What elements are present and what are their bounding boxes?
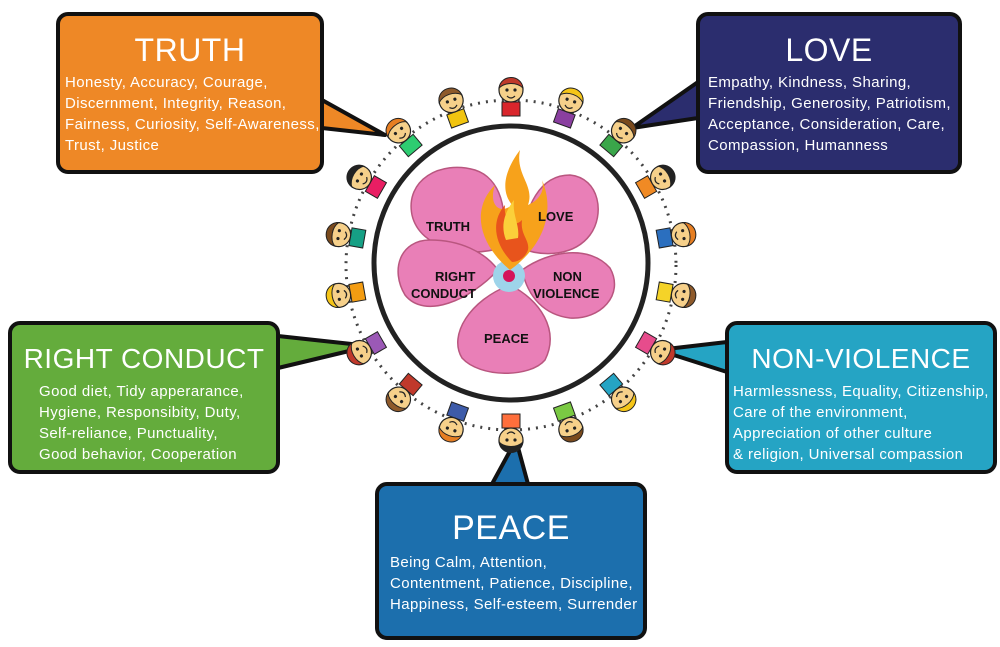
child-figure <box>655 221 697 249</box>
petal-right <box>397 239 499 308</box>
child-figure <box>634 331 676 366</box>
truth-body: Honesty, Accuracy, Courage, Discernment,… <box>60 68 320 156</box>
right-conduct-line: Good diet, Tidy apperarance, <box>39 383 244 400</box>
love-line: Acceptance, Consideration, Care, <box>708 116 946 133</box>
truth-line: Fairness, Curiosity, Self-Awareness, <box>65 116 320 133</box>
right-conduct-body: Good diet, Tidy apperarance, Hygiene, Re… <box>12 377 276 465</box>
truth-title: TRUTH <box>134 32 246 68</box>
child-figure <box>438 87 470 129</box>
peace-line: Happiness, Self-esteem, Surrender <box>390 596 638 613</box>
petal-label-right1: RIGHT <box>435 269 476 284</box>
petal-label-non2: VIOLENCE <box>533 286 600 301</box>
child-figure <box>385 372 423 413</box>
non-violence-title: NON-VIOLENCE <box>751 343 971 374</box>
peace-box: PEACE Being Calm, Attention, Contentment… <box>375 482 647 640</box>
non-violence-line: Care of the environment, <box>733 404 908 421</box>
love-title: LOVE <box>785 32 873 68</box>
right-conduct-line: Hygiene, Responsibity, Duty, <box>39 404 241 421</box>
child-figure <box>325 281 367 309</box>
child-figure <box>634 164 676 199</box>
child-figure <box>346 164 388 199</box>
child-figure <box>438 401 470 443</box>
flame-icon <box>480 150 548 270</box>
child-figure <box>346 331 388 366</box>
peace-body: Being Calm, Attention, Contentment, Pati… <box>379 546 643 615</box>
love-body: Empathy, Kindness, Sharing, Friendship, … <box>700 68 958 156</box>
non-violence-box: NON-VIOLENCE Harmlessness, Equality, Cit… <box>725 321 997 474</box>
non-violence-line: Appreciation of other culture <box>733 425 933 442</box>
peace-line: Contentment, Patience, Discipline, <box>390 575 633 592</box>
peace-line: Being Calm, Attention, <box>390 554 548 571</box>
child-figure <box>655 281 697 309</box>
non-violence-line: Harmlessness, Equality, Citizenship, <box>733 383 989 400</box>
child-figure <box>552 401 584 443</box>
non-violence-body: Harmlessness, Equality, Citizenship, Car… <box>729 377 993 465</box>
truth-line: Trust, Justice <box>65 137 160 154</box>
petal-peace <box>457 284 551 374</box>
child-figure <box>325 221 367 249</box>
love-line: Empathy, Kindness, Sharing, <box>708 74 912 91</box>
petal-non <box>521 252 616 319</box>
right-conduct-line: Self-reliance, Punctuality, <box>39 425 218 442</box>
love-box: LOVE Empathy, Kindness, Sharing, Friends… <box>696 12 962 174</box>
child-figure <box>498 77 524 117</box>
petal-label-right2: CONDUCT <box>411 286 476 301</box>
truth-line: Discernment, Integrity, Reason, <box>65 95 287 112</box>
petal-label-non1: NON <box>553 269 582 284</box>
love-line: Compassion, Humanness <box>708 137 889 154</box>
love-tail <box>630 80 700 130</box>
child-figure <box>498 413 524 453</box>
children-ring <box>325 77 697 453</box>
child-figure <box>385 117 423 158</box>
truth-tail <box>320 98 387 137</box>
child-figure <box>552 87 584 129</box>
petal-label-truth: TRUTH <box>426 219 470 234</box>
right-conduct-title: RIGHT CONDUCT <box>23 343 265 374</box>
child-figure <box>599 372 637 413</box>
peace-title: PEACE <box>452 509 570 547</box>
truth-box: TRUTH Honesty, Accuracy, Courage, Discer… <box>56 12 324 174</box>
flower <box>397 166 616 374</box>
right-conduct-box: RIGHT CONDUCT Good diet, Tidy apperaranc… <box>8 321 280 474</box>
non-violence-line: & religion, Universal compassion <box>733 446 964 463</box>
truth-line: Honesty, Accuracy, Courage, <box>65 74 268 91</box>
petal-label-love: LOVE <box>538 209 574 224</box>
child-figure <box>599 117 637 158</box>
love-line: Friendship, Generosity, Patriotism, <box>708 95 951 112</box>
right-conduct-line: Good behavior, Cooperation <box>39 446 238 463</box>
petal-label-peace: PEACE <box>484 331 529 346</box>
